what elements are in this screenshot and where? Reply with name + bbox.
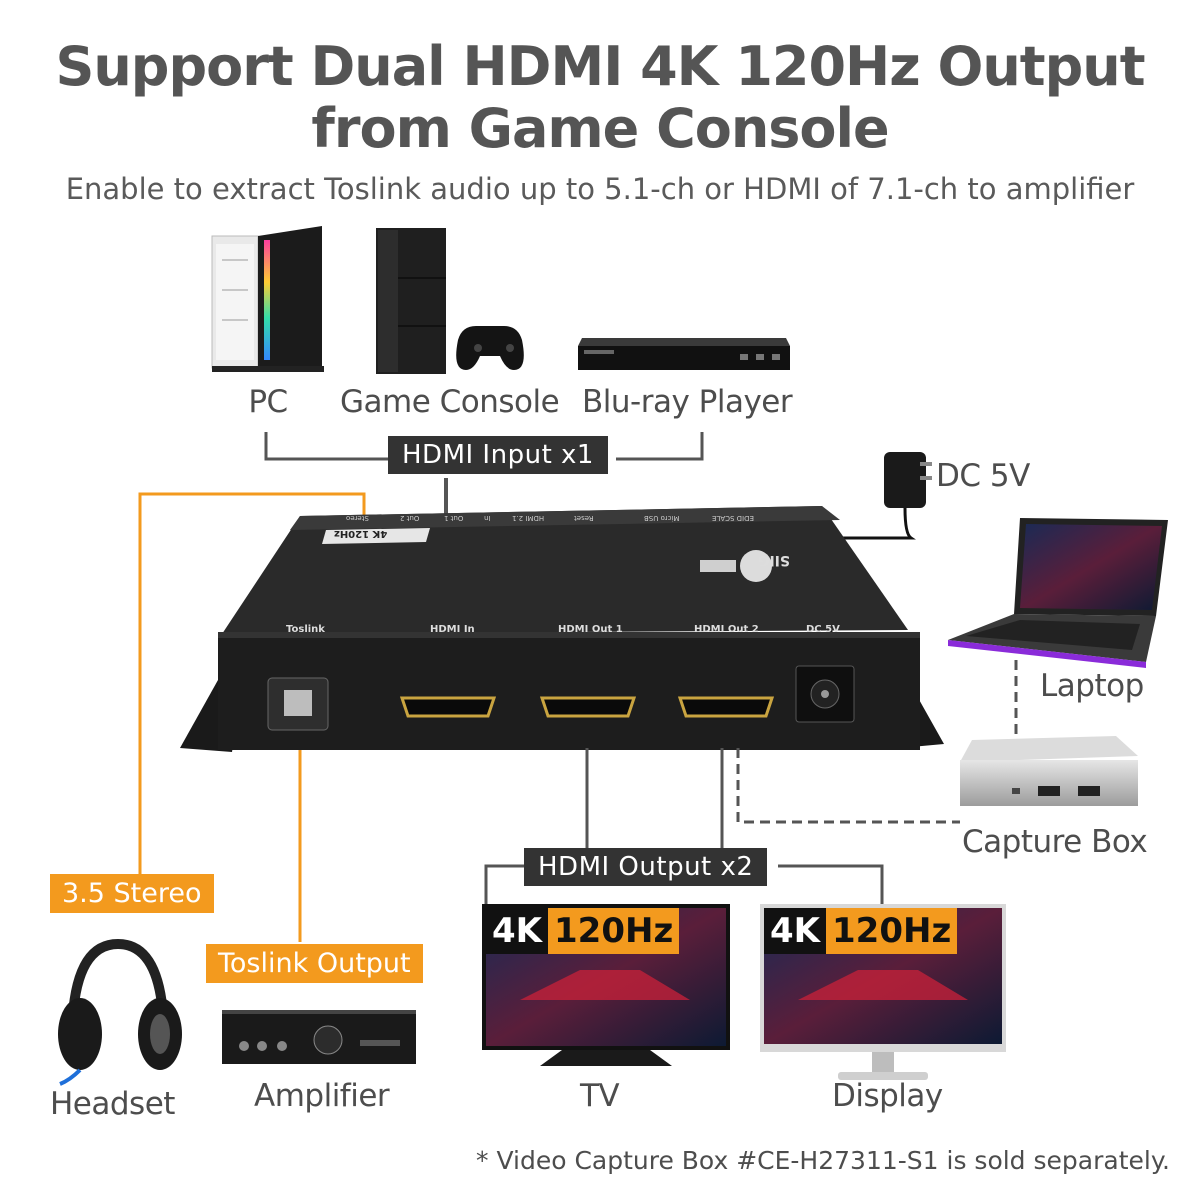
- page-title-line2: from Game Console: [311, 97, 889, 160]
- rear-label-reset: Reset: [574, 514, 594, 522]
- audio-lines: [138, 492, 366, 942]
- pc-tower-icon: [211, 226, 324, 372]
- port-label-dc-5v: DC 5V: [806, 624, 840, 635]
- tag-hdmi-input: HDMI Input x1: [388, 436, 608, 474]
- headset-icon: [58, 938, 182, 1086]
- display-4k-badge: 4K 120Hz: [764, 908, 958, 954]
- page-subtitle: Enable to extract Toslink audio up to 5.…: [65, 172, 1135, 206]
- hdmi-splitter-device: [180, 506, 944, 752]
- port-label-toslink: Toslink: [286, 624, 325, 635]
- tag-toslink-output: Toslink Output: [206, 944, 423, 983]
- tag-stereo: 3.5 Stereo: [50, 874, 214, 913]
- tv-badge-120hz: 120Hz: [548, 908, 680, 954]
- port-label-hdmi-out-2: HDMI Out 2: [694, 624, 759, 635]
- label-pc: PC: [248, 384, 288, 420]
- output-lines: [484, 748, 884, 904]
- rear-label-micro-usb: Micro USB: [644, 514, 680, 522]
- rear-label-out-2: Out 2: [400, 514, 420, 522]
- label-laptop: Laptop: [1040, 668, 1144, 704]
- label-display: Display: [832, 1078, 943, 1114]
- rear-label-out-1: Out 1: [444, 514, 464, 522]
- label-bluray-player: Blu-ray Player: [582, 384, 793, 420]
- label-dc-5v: DC 5V: [936, 458, 1030, 494]
- capture-dashed-lines: [736, 660, 1018, 824]
- rear-label-hdmi-2-1: HDMI 2.1: [512, 514, 545, 522]
- tag-hdmi-output: HDMI Output x2: [524, 848, 768, 886]
- label-amplifier: Amplifier: [254, 1078, 390, 1114]
- device-top-badge: 4K 120Hz: [334, 528, 388, 539]
- tv-badge-4k: 4K: [486, 908, 549, 954]
- rear-label-edid-scale: EDID SCALE: [712, 514, 754, 522]
- display-badge-120hz: 120Hz: [826, 908, 958, 954]
- label-tv: TV: [580, 1078, 620, 1114]
- page-title-line1: Support Dual HDMI 4K 120Hz Output: [55, 35, 1145, 98]
- capture-box-icon: [960, 736, 1138, 806]
- game-console-icon: [376, 228, 524, 374]
- footnote: * Video Capture Box #CE-H27311-S1 is sol…: [476, 1146, 1170, 1175]
- port-label-hdmi-out-1: HDMI Out 1: [558, 624, 623, 635]
- bluray-player-icon: [578, 338, 790, 370]
- amplifier-icon: [222, 1010, 416, 1064]
- display-badge-4k: 4K: [764, 908, 827, 954]
- rear-label-in: In: [484, 514, 491, 522]
- label-game-console: Game Console: [340, 384, 560, 420]
- device-brand-logo: SIIG: [758, 552, 790, 568]
- rear-label-stereo: Stereo: [346, 514, 369, 522]
- laptop-icon: [948, 518, 1168, 668]
- label-capture-box: Capture Box: [962, 824, 1148, 860]
- port-label-hdmi-in: HDMI In: [430, 624, 475, 635]
- dc-adapter-icon: [829, 452, 932, 658]
- tv-4k-badge: 4K 120Hz: [486, 908, 680, 954]
- label-headset: Headset: [50, 1086, 175, 1122]
